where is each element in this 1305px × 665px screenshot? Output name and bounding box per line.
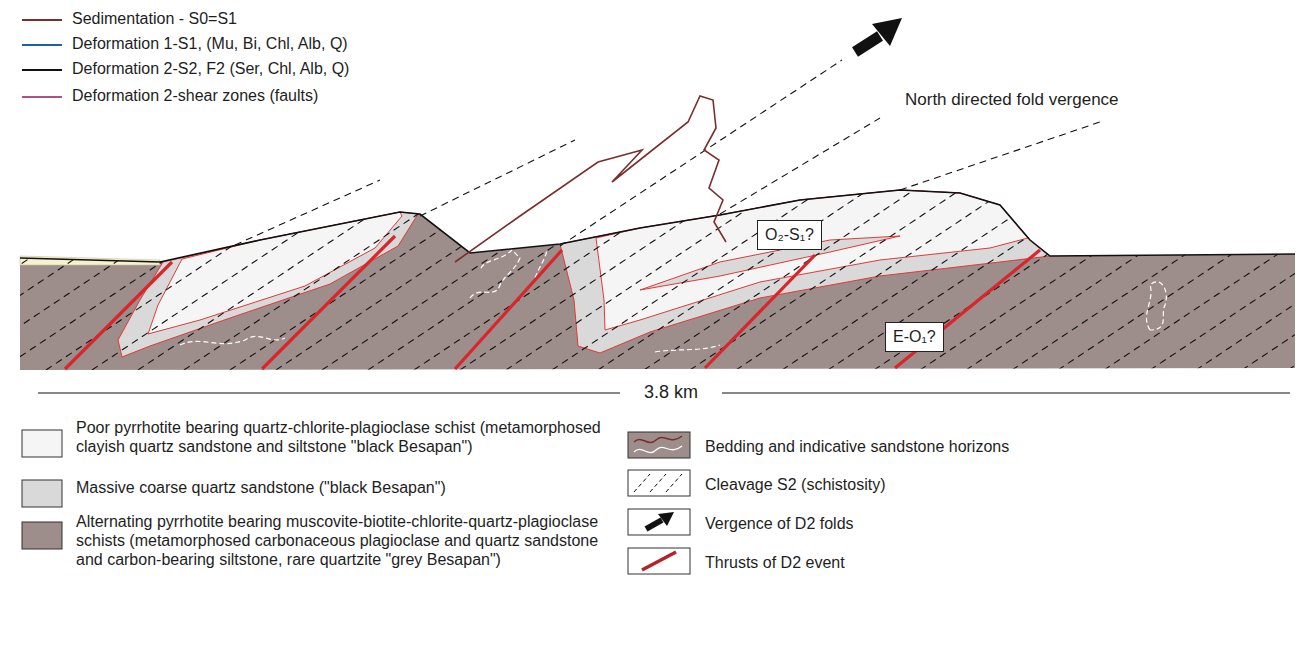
legend-text: Cleavage S2 (schistosity) (705, 475, 1265, 494)
cleavage-line (1304, 150, 1305, 390)
cleavage-line (798, 150, 1158, 390)
sandstone-band-middle-fold (560, 190, 1050, 353)
legend-text: Bedding and indicative sandstone horizon… (705, 437, 1265, 456)
cleavage-line (0, 150, 284, 390)
legend-swatch (22, 70, 62, 71)
legend-text: Deformation 1-S1, (Mu, Bi, Chl, Alb, Q) (72, 34, 672, 53)
legend-text: Massive coarse quartz sandstone ("black … (76, 478, 611, 497)
d2-thrusts (65, 236, 1040, 369)
age-label-box: E-O₁? (885, 322, 944, 352)
cleavage-line (16, 150, 376, 390)
cleavage-line (338, 150, 698, 390)
cleavage-line (1212, 150, 1305, 390)
cleavage-line (982, 150, 1305, 390)
cleavage-line (246, 150, 606, 390)
cleavage-line (1028, 150, 1305, 390)
legend-text: Deformation 2-shear zones (faults) (72, 86, 672, 105)
annotation-label: North directed fold vergence (905, 90, 1119, 110)
cleavage-line (936, 150, 1296, 390)
legend-swatch (22, 20, 62, 21)
cleavage-s2-projected (235, 60, 1100, 246)
cleavage-line (200, 150, 560, 390)
legend-swatch (22, 430, 62, 457)
cleavage-line (0, 150, 330, 390)
topographic-surface (20, 190, 1295, 262)
legend-swatch (22, 97, 62, 98)
cleavage-s2-lines (0, 150, 1305, 390)
legend-text: Thrusts of D2 event (705, 553, 1265, 572)
schist-core-left-fold (148, 212, 402, 334)
cleavage-line (522, 150, 882, 390)
legend-swatch (628, 432, 690, 458)
cleavage-line (660, 150, 1020, 390)
cleavage-line (614, 150, 974, 390)
legend-text: Sedimentation - S0=S1 (72, 9, 672, 28)
cleavage-line (62, 150, 422, 390)
legend-swatch (22, 522, 62, 549)
cleavage-line (890, 150, 1250, 390)
age-label: E-O₁? (893, 327, 936, 346)
cleavage-line (430, 150, 790, 390)
bedding-s0-projection (455, 96, 726, 262)
cleavage-line (0, 150, 100, 390)
cleavage-line (476, 150, 836, 390)
cleavage-line (1074, 150, 1305, 390)
legend-swatches (22, 20, 690, 574)
section-body (0, 18, 1305, 393)
age-label: O₂-S₁? (765, 225, 814, 244)
scale-label: 3.8 km (644, 382, 698, 404)
legend-text: Vergence of D2 folds (705, 514, 1265, 533)
cleavage-line (1258, 150, 1305, 390)
sandstone-band-left-fold (118, 212, 418, 357)
legend-text: Deformation 2-S2, F2 (Ser, Chl, Alb, Q) (72, 59, 672, 78)
grey-besapan-unit (20, 190, 1295, 370)
cleavage-line (1166, 150, 1305, 390)
legend-swatch (628, 470, 690, 496)
vergence-arrow (855, 18, 902, 52)
legend-swatch (628, 509, 690, 535)
cleavage-line (1120, 150, 1305, 390)
legend-text: Alternating pyrrhotite bearing muscovite… (76, 512, 611, 570)
cleavage-line (0, 150, 238, 390)
legend-swatch (22, 45, 62, 46)
cleavage-line (292, 150, 652, 390)
legend-swatch (628, 548, 690, 574)
legend-text: Poor pyrrhotite bearing quartz-chlorite-… (76, 418, 611, 456)
age-label-box: O₂-S₁? (757, 220, 822, 250)
cleavage-line (0, 150, 192, 390)
cleavage-line (0, 150, 146, 390)
cleavage-line (844, 150, 1204, 390)
cleavage-line (752, 150, 1112, 390)
cleavage-line (706, 150, 1066, 390)
cleavage-line (154, 150, 514, 390)
legend-swatch (22, 480, 62, 507)
cleavage-line (568, 150, 928, 390)
